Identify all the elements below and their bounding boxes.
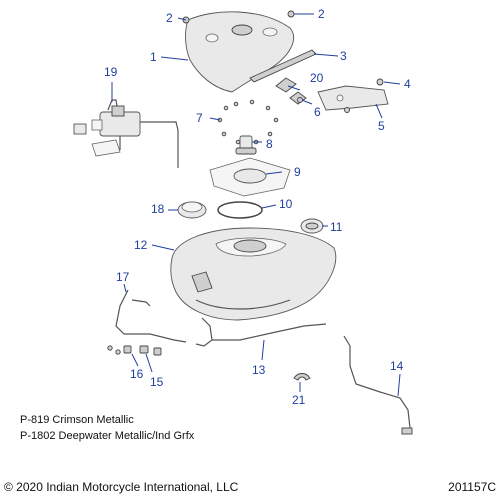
callout-5: 5 [378, 119, 385, 133]
callout-9: 9 [294, 165, 301, 179]
callout-12: 12 [134, 238, 148, 252]
copyright-text: © 2020 Indian Motorcycle International, … [4, 480, 239, 494]
diagram-id: 201157C [448, 480, 496, 494]
callout-1: 1 [150, 50, 157, 64]
callout-15: 15 [150, 375, 164, 389]
part-clamp [293, 373, 311, 381]
part-drain-hose [343, 335, 411, 429]
part-vent-hose-fitting [131, 299, 151, 307]
part-seal-ring [217, 201, 263, 219]
part-console-cover [185, 11, 295, 93]
callout-4: 4 [404, 77, 411, 91]
part-fastener-a [297, 97, 303, 103]
callout-8: 8 [266, 137, 273, 151]
paint-note-deepwater: P-1802 Deepwater Metallic/Ind Grfx [20, 430, 195, 442]
callout-2a: 2 [166, 11, 173, 25]
part-bracket-hole [336, 94, 344, 102]
callout-7: 7 [196, 111, 203, 125]
part-nut [376, 78, 384, 86]
part-fuel-line [195, 317, 327, 347]
callouts: 1 2 2 3 4 5 6 7 8 9 10 11 12 13 14 15 16… [104, 7, 411, 407]
part-fittings [107, 345, 162, 356]
part-drain-hose-end [401, 427, 413, 435]
part-bracket [317, 85, 389, 111]
part-fuel-tank [170, 227, 337, 321]
callout-6: 6 [314, 105, 321, 119]
callout-18: 18 [151, 202, 165, 216]
part-vent-hose [115, 289, 187, 343]
part-screw-b [287, 10, 295, 18]
part-gauge-cover [300, 218, 324, 234]
callout-3: 3 [340, 49, 347, 63]
callout-10: 10 [279, 197, 293, 211]
part-fuel-pump [73, 99, 179, 168]
part-mount-plate [209, 157, 291, 197]
callout-2b: 2 [318, 7, 325, 21]
leader-lines [111, 13, 401, 397]
callout-20: 20 [310, 71, 324, 85]
part-fastener-b [344, 107, 350, 113]
paint-note-crimson: P-819 Crimson Metallic [20, 414, 134, 426]
callout-17: 17 [116, 270, 130, 284]
callout-16: 16 [130, 367, 144, 381]
callout-11: 11 [330, 220, 343, 234]
part-fuel-cap [177, 201, 207, 219]
part-clip-a [275, 77, 297, 93]
callout-19: 19 [104, 65, 118, 79]
callout-21: 21 [292, 393, 306, 407]
callout-13: 13 [252, 363, 266, 377]
callout-14: 14 [390, 359, 404, 373]
part-valve [235, 135, 257, 155]
